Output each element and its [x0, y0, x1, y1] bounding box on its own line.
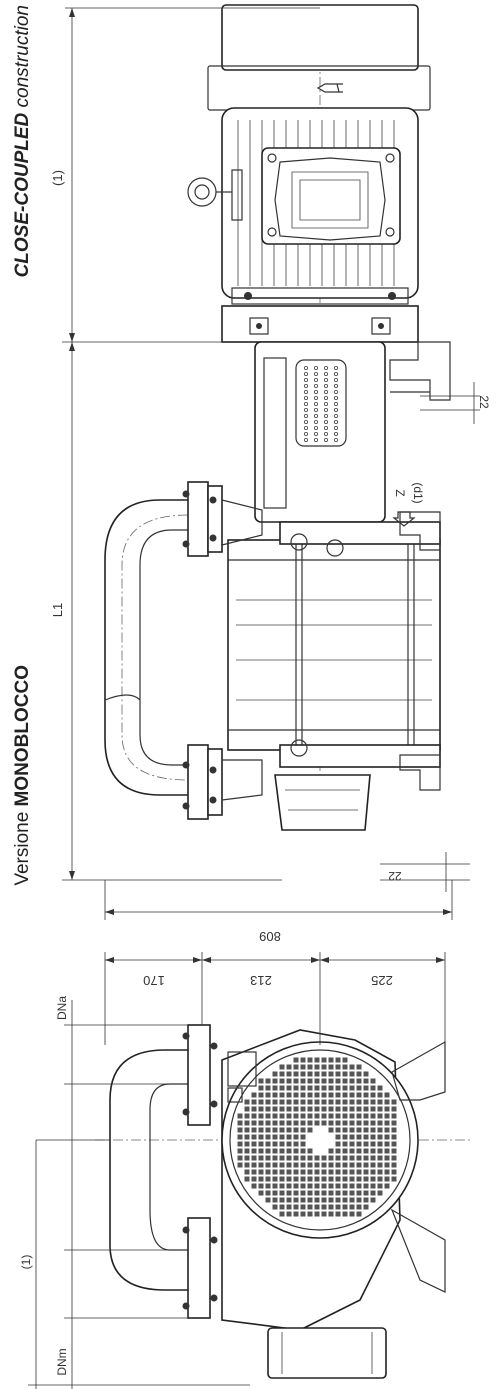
dim-side-225: 225 [371, 973, 393, 988]
dim-dna: DNa [55, 996, 69, 1020]
motor-body [187, 107, 419, 305]
main-dimensions: (1) L1 809 22 Z (d1) 22 [50, 7, 491, 944]
rotation-arrow-icon [316, 83, 343, 93]
dim-foot-bottom: 22 [388, 869, 402, 883]
motor-fan-cover [207, 4, 431, 111]
title-close-coupled: CLOSE-COUPLED construction [12, 5, 33, 277]
dim-drain-d1: (d1) [411, 482, 425, 503]
main-view: (1) L1 809 22 Z (d1) 22 [50, 4, 491, 944]
pump-casing [227, 511, 441, 831]
title-monoblocco: Versione MONOBLOCCO [12, 665, 33, 886]
dim-foot-top: 22 [477, 395, 491, 409]
dim-dnm: DNm [55, 1348, 69, 1375]
dim-side-213: 213 [250, 973, 272, 988]
dim-side-motor-length: (1) [19, 1255, 33, 1270]
dim-motor-length: (1) [50, 170, 65, 186]
dim-L1: L1 [50, 603, 65, 617]
dim-drain-z: Z [393, 489, 407, 496]
drain-arrow-icon [392, 511, 416, 527]
dim-side-170: 170 [143, 973, 165, 988]
fan-cover-circle [221, 1041, 419, 1239]
dim-overall-width: 809 [259, 929, 281, 944]
pipe-loop [104, 481, 263, 820]
side-view: 170 213 225 DNa DNm (1) [19, 952, 470, 1389]
lifting-eye [187, 177, 217, 207]
lantern-bracket [221, 305, 451, 523]
